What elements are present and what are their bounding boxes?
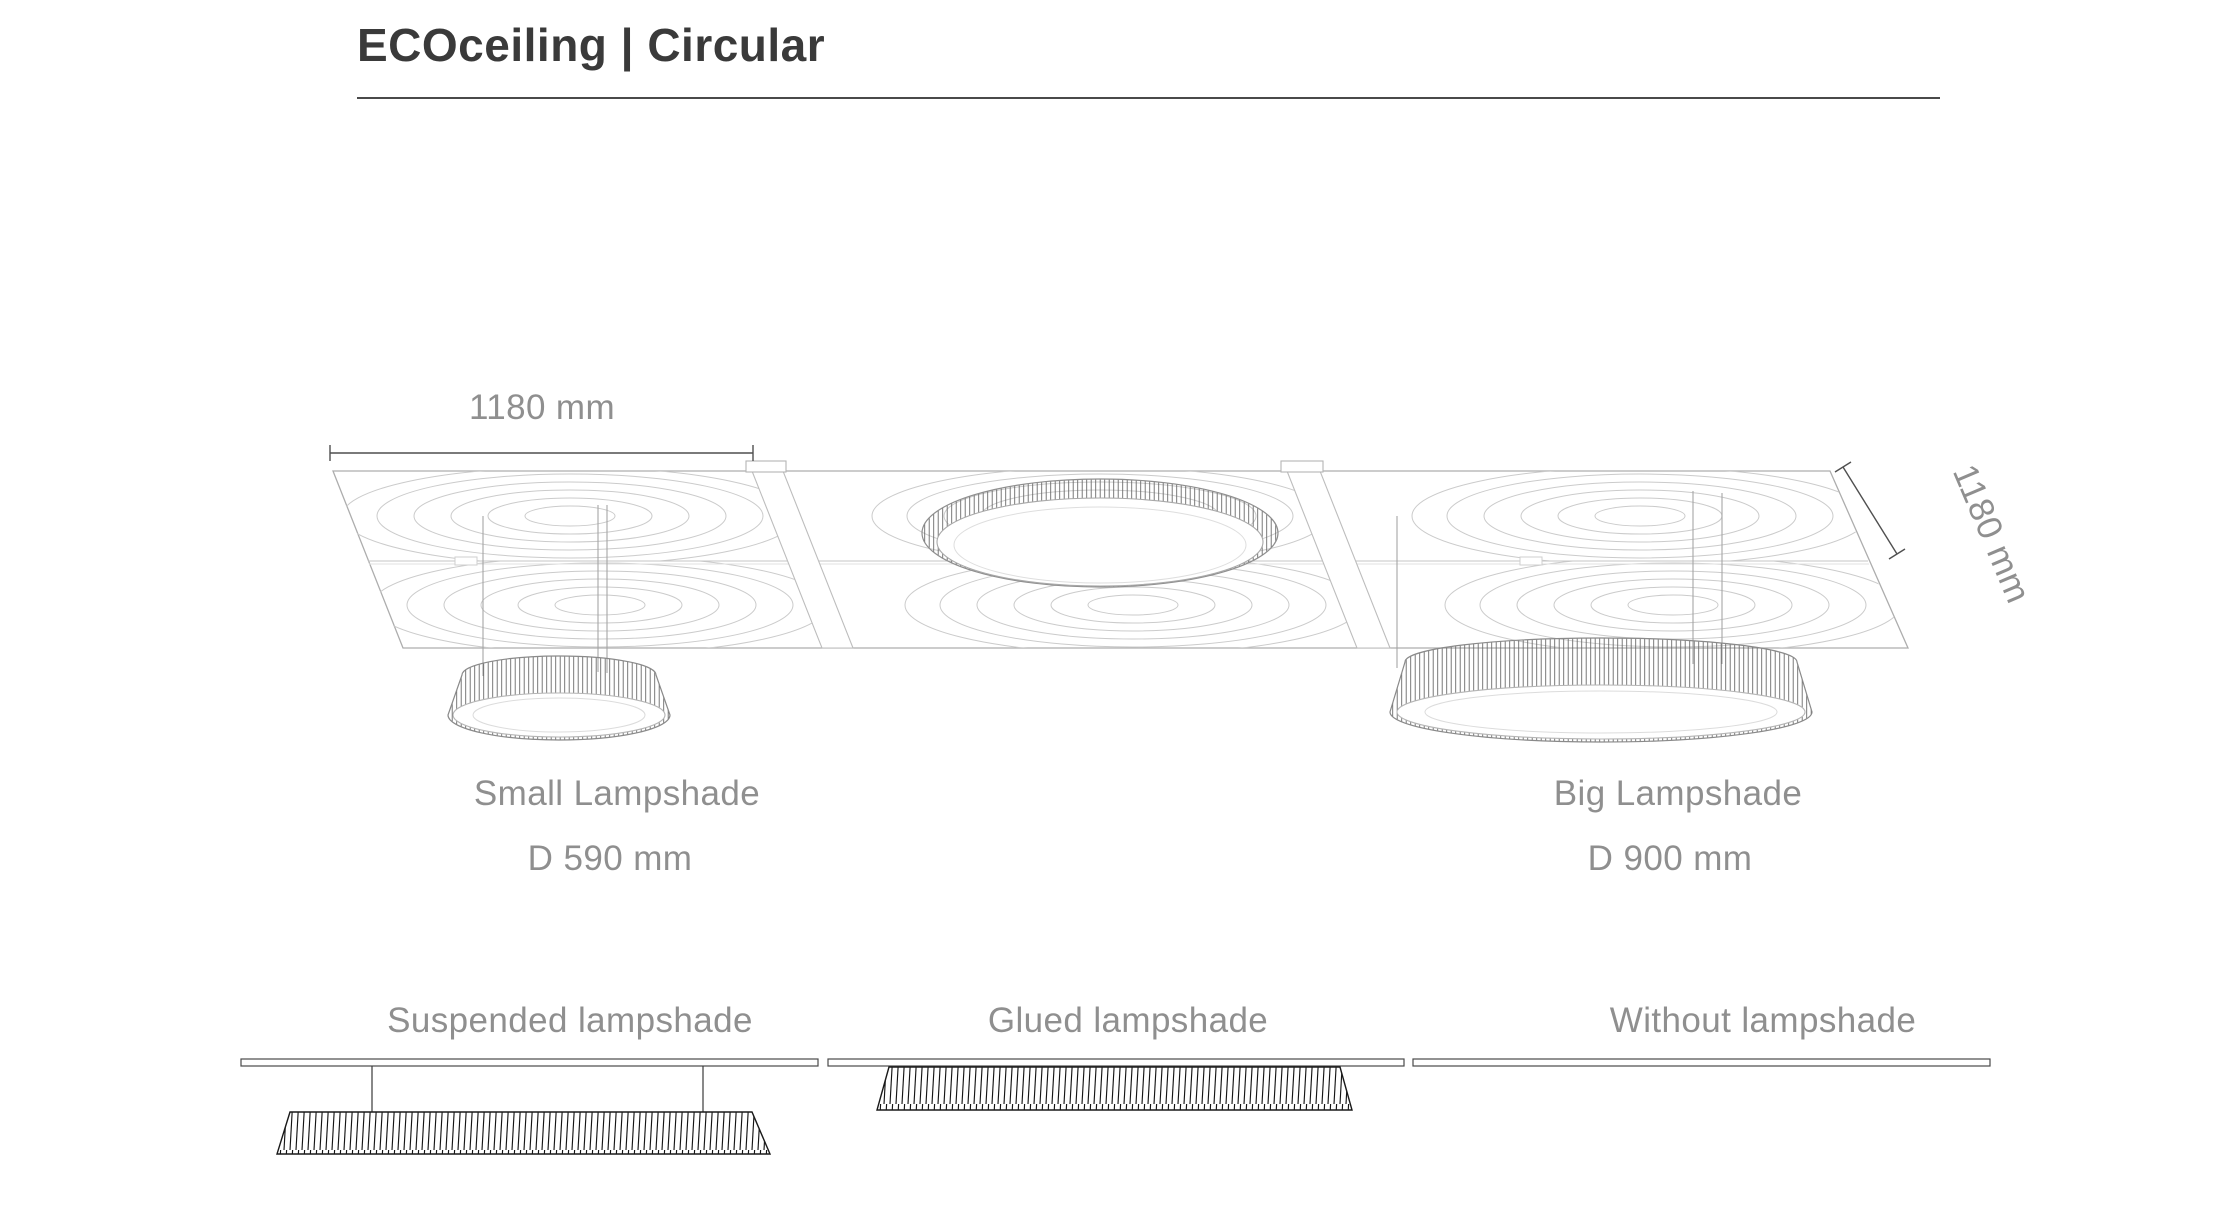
mounting-option-label-glued: Glued lampshade: [987, 1001, 1269, 1040]
without-mounting-diagram: [1412, 1058, 1991, 1067]
small-pendant-lampshade: [447, 655, 671, 741]
mounting-option-label-suspended: Suspended lampshade: [387, 1001, 753, 1040]
big-lampshade-label: Big Lampshade: [1553, 774, 1803, 813]
glued-mounting-diagram: [827, 1058, 1405, 1111]
small-lampshade-diameter: D 590 mm: [527, 839, 693, 878]
panel-joint-left: [745, 460, 854, 649]
width-dimension-label: 1180 mm: [468, 388, 616, 427]
mounting-option-label-without: Without lampshade: [1609, 1001, 1917, 1040]
big-lampshade-diameter: D 900 mm: [1587, 839, 1753, 878]
title-rule: [357, 97, 1940, 99]
suspension-cords: [482, 491, 1723, 676]
big-pendant-lampshade: [1389, 637, 1813, 743]
panel-joint-right: [1280, 460, 1391, 649]
suspended-mounting-diagram: [240, 1058, 819, 1155]
ceiling-panel-assembly: [329, 445, 1909, 743]
glued-ring-lampshade: [921, 478, 1279, 588]
depth-dimension-line: [1834, 461, 1906, 560]
small-lampshade-label: Small Lampshade: [473, 774, 761, 813]
page-title: ECOceiling | Circular: [357, 19, 826, 71]
width-dimension-line: [329, 445, 754, 461]
